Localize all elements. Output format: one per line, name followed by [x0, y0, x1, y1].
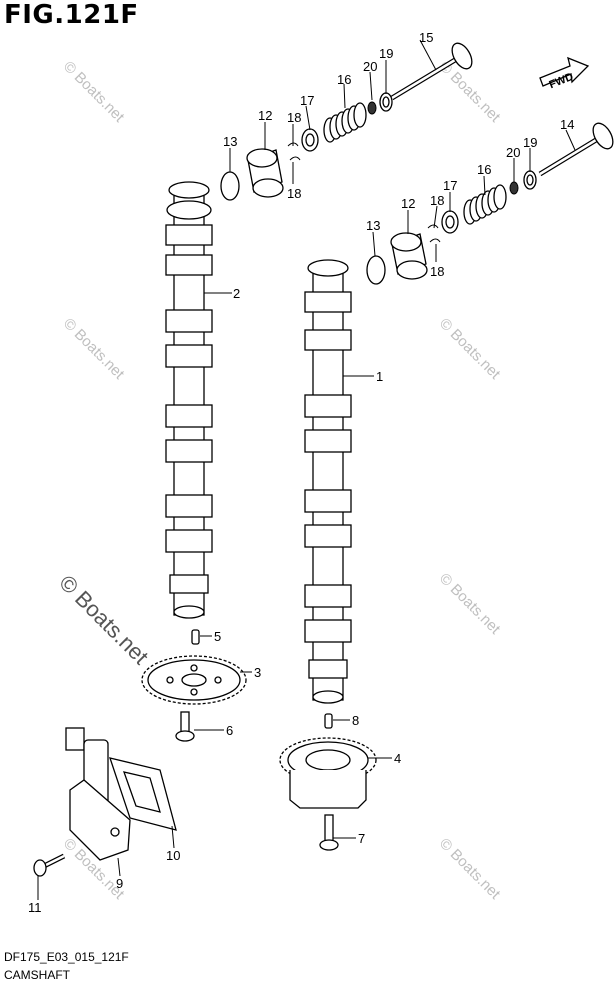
callout-13: 13: [223, 134, 237, 149]
callout-19: 19: [523, 135, 537, 150]
callout-5: 5: [214, 629, 221, 644]
callout-16: 16: [337, 72, 351, 87]
pin-5: [191, 629, 200, 645]
callout-labels: 15 19 20 16 17 12 18 13 18 14 19 20 16 1…: [28, 30, 574, 915]
callout-10: 10: [166, 848, 180, 863]
figure-code: DF175_E03_015_121F: [4, 950, 129, 964]
leader-lines: [37, 39, 576, 900]
callout-19: 19: [379, 46, 393, 61]
callout-3: 3: [254, 665, 261, 680]
callout-12: 12: [401, 196, 415, 211]
callout-14: 14: [560, 117, 574, 132]
bolt-6: [175, 711, 195, 742]
camshaft-2: [165, 181, 213, 619]
vvt-actuator-4: [279, 737, 377, 809]
figure-title: FIG.121F: [4, 0, 139, 30]
callout-17: 17: [443, 178, 457, 193]
callout-4: 4: [394, 751, 401, 766]
oil-control-valve-9: [65, 727, 131, 861]
callout-20: 20: [506, 145, 520, 160]
callout-18: 18: [287, 110, 301, 125]
callout-18: 18: [430, 264, 444, 279]
callout-16: 16: [477, 162, 491, 177]
valve-assembly-upper: [220, 42, 473, 201]
callout-13: 13: [366, 218, 380, 233]
figure-name: CAMSHAFT: [4, 968, 70, 982]
callout-18: 18: [430, 193, 444, 208]
callout-11: 11: [28, 900, 42, 915]
gasket-10: [109, 757, 177, 831]
callout-12: 12: [258, 108, 272, 123]
bolt-11: [33, 853, 66, 877]
valve-assembly-lower: [366, 122, 614, 285]
callout-6: 6: [226, 723, 233, 738]
pin-8: [324, 713, 333, 729]
callout-9: 9: [116, 876, 123, 891]
callout-7: 7: [358, 831, 365, 846]
callout-20: 20: [363, 59, 377, 74]
callout-2: 2: [233, 286, 240, 301]
callout-15: 15: [419, 30, 433, 45]
bolt-7: [319, 814, 339, 851]
camshaft-1: [304, 259, 352, 704]
callout-8: 8: [352, 713, 359, 728]
callout-17: 17: [300, 93, 314, 108]
callout-18: 18: [287, 186, 301, 201]
fwd-arrow: FWD: [539, 56, 590, 91]
callout-1: 1: [376, 369, 383, 384]
sprocket-3: [141, 655, 247, 705]
